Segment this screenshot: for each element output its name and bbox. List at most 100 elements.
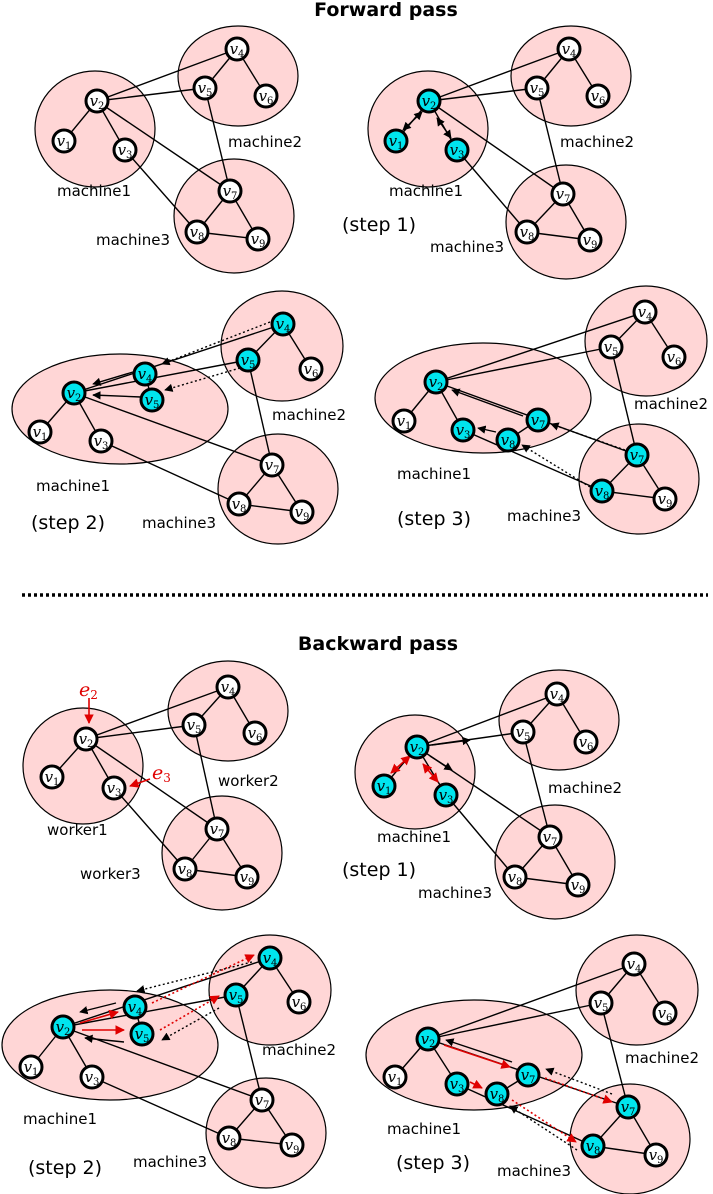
edge-v2-v4 bbox=[435, 311, 646, 383]
vertex-label: v6 bbox=[259, 87, 274, 107]
edge-v5-v7 bbox=[522, 731, 551, 838]
edge-v5-v7 bbox=[247, 359, 273, 466]
forward-pass-title: Forward pass bbox=[314, 0, 458, 21]
vertex-label: v6 bbox=[248, 724, 263, 744]
vertex-v3 bbox=[444, 1071, 470, 1097]
vertex-label: v2 bbox=[410, 738, 425, 758]
vertex-v3 bbox=[88, 428, 114, 454]
message-arrow bbox=[402, 111, 423, 131]
replica-vertex-v5 bbox=[139, 387, 165, 413]
vertex-label: v4 bbox=[550, 685, 565, 705]
vertex-v9 bbox=[652, 486, 678, 512]
vertex-v5 bbox=[181, 712, 207, 738]
vertex-label: v7 bbox=[556, 185, 571, 205]
vertex-label: v8 bbox=[508, 868, 523, 888]
vertex-label: v8 bbox=[190, 223, 205, 243]
machine-3-label: machine3 bbox=[133, 1153, 207, 1171]
message-arrow bbox=[161, 321, 271, 366]
vertex-v4 bbox=[556, 36, 582, 62]
vertex-v4 bbox=[544, 681, 570, 707]
vertex-label: v1 bbox=[24, 1058, 39, 1078]
edge-v2-v5 bbox=[428, 87, 538, 102]
vertex-label: v3 bbox=[107, 779, 122, 799]
vertex-v1 bbox=[371, 773, 397, 799]
vertex-v3 bbox=[433, 782, 459, 808]
vertex-v6 bbox=[573, 729, 599, 755]
machine-1-label: machine1 bbox=[23, 1110, 97, 1128]
vertex-v4 bbox=[257, 945, 283, 971]
machine-2-label: machine2 bbox=[548, 779, 622, 797]
vertex-label: v7 bbox=[255, 1091, 270, 1111]
vertex-label: v5 bbox=[594, 994, 609, 1014]
vertex-v1 bbox=[27, 419, 53, 445]
vertex-label: v9 bbox=[251, 230, 266, 250]
machine-2-label: machine2 bbox=[634, 395, 708, 413]
edge-v5-v7 bbox=[193, 724, 218, 830]
edge-v3-v8 bbox=[456, 149, 528, 233]
replica-vertex-v4 bbox=[122, 994, 148, 1020]
message-arrow bbox=[445, 1038, 513, 1063]
machine-2-label: machine2 bbox=[228, 133, 302, 151]
edge-v3-v8 bbox=[445, 794, 516, 878]
vertex-label: v9 bbox=[583, 231, 598, 251]
backward-pass-title: Backward pass bbox=[298, 633, 458, 655]
vertex-label: v1 bbox=[389, 132, 404, 152]
edge-v2-v5 bbox=[62, 994, 237, 1028]
vertex-v7 bbox=[537, 824, 563, 850]
vertex-label: v7 bbox=[621, 1098, 636, 1118]
vertex-label: v3 bbox=[450, 1075, 465, 1095]
machine-2-region bbox=[220, 290, 344, 402]
machine-1-label: machine1 bbox=[397, 465, 471, 483]
vertex-label: v9 bbox=[285, 1136, 300, 1156]
edge-v2-v5 bbox=[85, 724, 195, 740]
vertex-label: v1 bbox=[45, 768, 60, 788]
vertex-v8 bbox=[580, 1133, 606, 1159]
vertex-v7 bbox=[550, 181, 576, 207]
vertex-v5 bbox=[598, 334, 624, 360]
vertex-label: v5 bbox=[135, 1025, 150, 1045]
vertex-v1 bbox=[51, 128, 77, 154]
vertex-v6 bbox=[585, 83, 611, 109]
vertex-v5 bbox=[235, 347, 261, 373]
vertex-label: v9 bbox=[571, 876, 586, 896]
vertex-v8 bbox=[226, 491, 252, 517]
vertex-v6 bbox=[661, 344, 687, 370]
worker-2-label: worker2 bbox=[218, 772, 279, 790]
gradient-label-e3: e3 bbox=[152, 762, 171, 785]
vertex-label: v4 bbox=[221, 678, 236, 698]
machine-1-label: machine1 bbox=[377, 828, 451, 846]
message-arrow bbox=[151, 954, 255, 1004]
vertex-label: v5 bbox=[198, 79, 213, 99]
edge-v2-v4 bbox=[427, 963, 635, 1040]
vertex-label: v3 bbox=[94, 432, 109, 452]
vertex-label: v8 bbox=[586, 1137, 601, 1157]
replica-vertex-v8 bbox=[495, 427, 521, 453]
vertex-label: v5 bbox=[187, 716, 202, 736]
vertex-v9 bbox=[565, 872, 591, 898]
vertex-v7 bbox=[615, 1094, 641, 1120]
vertex-v5 bbox=[223, 982, 249, 1008]
vertex-label: v1 bbox=[33, 423, 48, 443]
edge-v2-v7 bbox=[96, 100, 231, 192]
vertex-v9 bbox=[289, 499, 315, 525]
vertex-v1 bbox=[391, 408, 417, 434]
vertex-v3 bbox=[101, 775, 127, 801]
replica-vertex-v7 bbox=[525, 407, 551, 433]
vertex-v2 bbox=[73, 726, 99, 752]
machine-2-label: machine2 bbox=[262, 1041, 336, 1059]
vertex-label: v5 bbox=[145, 391, 160, 411]
vertex-v2 bbox=[423, 369, 449, 395]
machine-3-label: machine3 bbox=[96, 231, 170, 249]
machine-3-label: machine3 bbox=[142, 514, 216, 532]
vertex-v5 bbox=[588, 990, 614, 1016]
vertex-v1 bbox=[382, 1064, 408, 1090]
edge-v2-v4 bbox=[428, 48, 570, 102]
vertex-label: v9 bbox=[295, 503, 310, 523]
vertex-v6 bbox=[253, 83, 279, 109]
vertex-v8 bbox=[172, 856, 198, 882]
message-arrow bbox=[469, 1079, 483, 1089]
vertex-v4 bbox=[215, 674, 241, 700]
vertex-label: v8 bbox=[222, 1129, 237, 1149]
